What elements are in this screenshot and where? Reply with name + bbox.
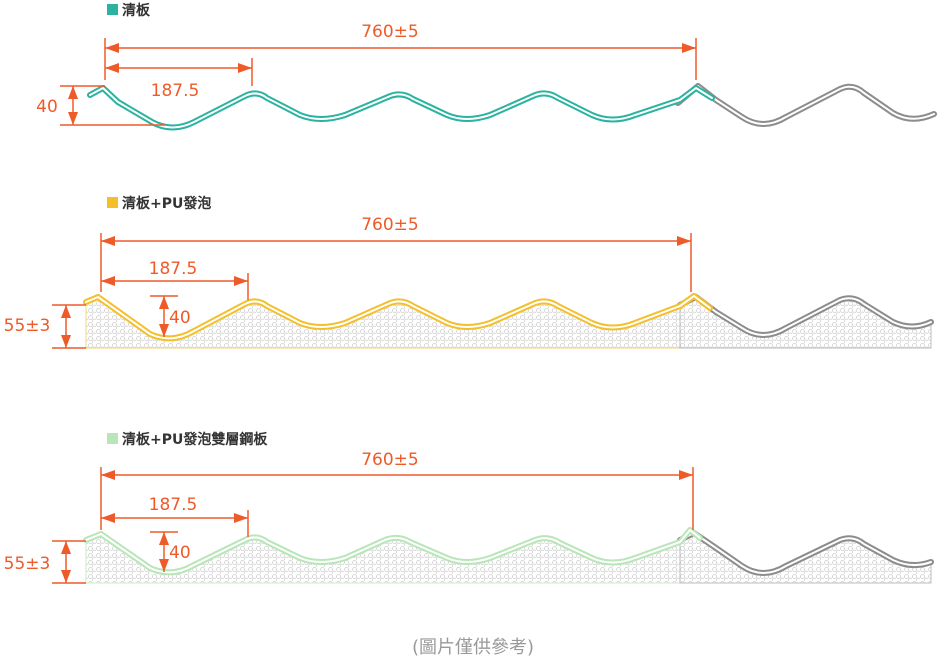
width-dim-label: 760±5 [361, 215, 419, 235]
legend-label-pu: 清板+PU發泡 [122, 195, 211, 212]
thickness-dim-label: 55±3 [4, 554, 51, 574]
height-dimension [60, 85, 165, 126]
legend-swatch-double [107, 433, 118, 444]
legend-swatch-plain [107, 4, 118, 15]
panel-pu-double-steel: 清板+PU發泡雙層鋼板 760±5 187.5 [4, 431, 934, 584]
pitch-dim-label: 187.5 [149, 495, 198, 515]
height-dim-label: 40 [36, 97, 58, 117]
width-dim-label: 760±5 [361, 22, 419, 42]
legend-swatch-pu [107, 197, 118, 208]
panel-plain: 清板 760±5 187.5 40 [36, 2, 937, 131]
thickness-dim-label: 55±3 [4, 316, 51, 336]
width-dim-label: 760±5 [361, 450, 419, 470]
next-panel-profile [675, 83, 937, 127]
legend-label-double: 清板+PU發泡雙層鋼板 [122, 431, 268, 448]
legend-label-plain: 清板 [122, 2, 151, 19]
width-dimension [104, 38, 697, 80]
pitch-dim-label: 187.5 [149, 259, 198, 279]
height-dim-label: 40 [169, 543, 191, 563]
height-dim-label: 40 [169, 308, 191, 328]
footer-note: (圖片僅供參考) [412, 637, 534, 658]
pitch-dim-label: 187.5 [151, 81, 200, 101]
pitch-dimension [105, 58, 253, 86]
panel-pu-foam: 清板+PU發泡 760±5 187.5 [4, 195, 934, 349]
